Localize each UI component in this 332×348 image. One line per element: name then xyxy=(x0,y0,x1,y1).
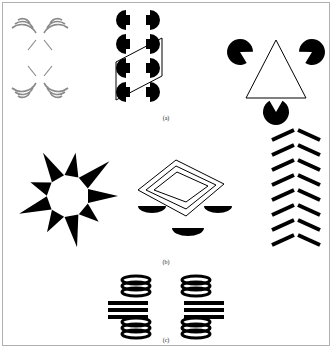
panel-label: (b) xyxy=(163,259,170,265)
arc-clusters xyxy=(12,19,68,98)
ring-stacks xyxy=(122,276,210,338)
diamond-segments xyxy=(28,40,52,76)
starburst xyxy=(17,149,118,248)
panel-label: (c) xyxy=(163,337,170,343)
chevron-stack xyxy=(272,130,320,245)
frame xyxy=(3,3,330,346)
bars xyxy=(108,301,224,319)
pacman-inducers xyxy=(227,39,325,125)
parallelogram xyxy=(116,38,162,100)
panel-label: (a) xyxy=(163,115,170,121)
outline-triangle xyxy=(246,40,306,98)
half-ellipses xyxy=(138,206,232,236)
